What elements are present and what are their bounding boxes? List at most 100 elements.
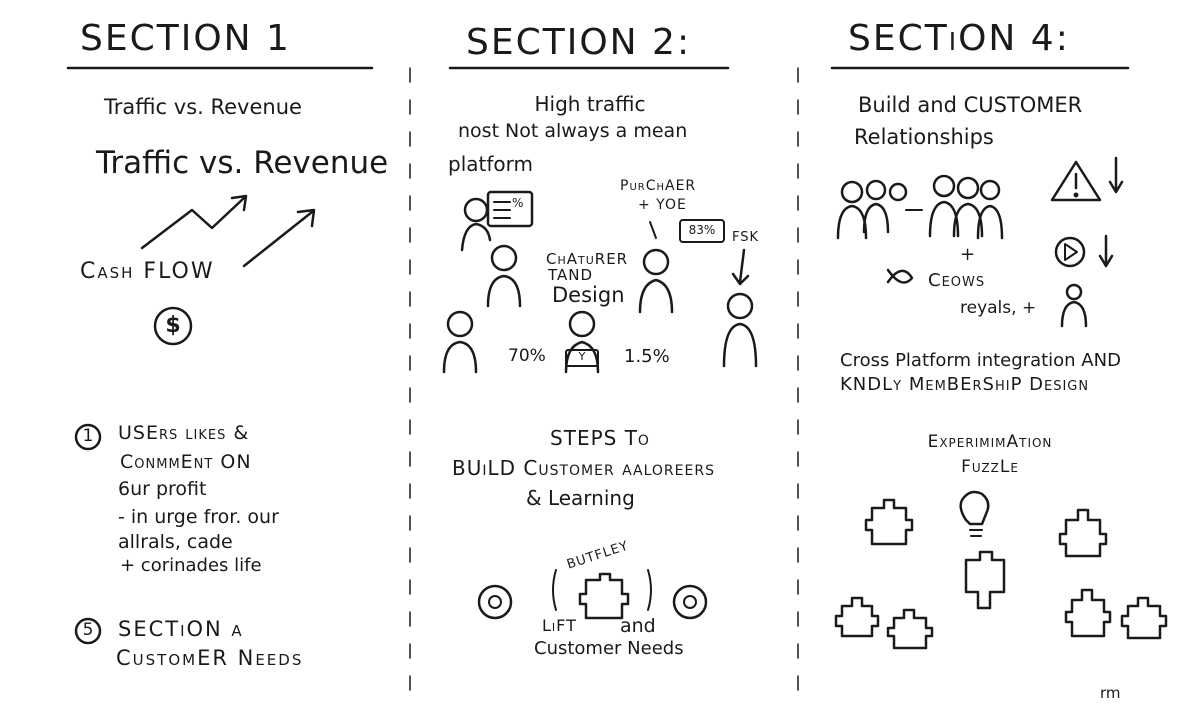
person-2-body bbox=[486, 274, 522, 308]
group-right-head-3 bbox=[979, 179, 1001, 201]
group-right-body-3 bbox=[976, 204, 1004, 240]
document-percent: % bbox=[512, 196, 524, 210]
character-label-3: Design bbox=[552, 283, 625, 307]
document-icon bbox=[486, 190, 534, 228]
customer-needs-label: Customer Needs bbox=[534, 638, 684, 659]
group-right-head-2 bbox=[956, 176, 980, 200]
warning-arrowhead bbox=[1108, 180, 1124, 194]
group-right-head-1 bbox=[932, 174, 956, 198]
fsk-arrowhead bbox=[731, 272, 750, 286]
section-4-heading-line-2: Relationships bbox=[854, 125, 994, 149]
bracket-left bbox=[552, 569, 557, 611]
purchaser-arrow bbox=[649, 221, 657, 239]
puzzle-center-icon bbox=[578, 572, 630, 620]
warning-icon bbox=[1050, 160, 1102, 202]
item-1-line-5: allrals, cade bbox=[118, 531, 233, 553]
speech-bubble bbox=[679, 219, 725, 243]
puzzle-piece-3-icon bbox=[834, 596, 880, 638]
fsk-label: FSK bbox=[732, 230, 760, 245]
steps-line-1: STEPS To bbox=[550, 426, 650, 450]
purchaser-label-2: + YOE bbox=[638, 197, 687, 213]
character-label-2: TAND bbox=[548, 266, 594, 284]
section-1-title: SECTION 1 bbox=[80, 18, 291, 59]
item-1-line-2: ConmmEnt ON bbox=[120, 451, 252, 473]
item-5-circle bbox=[74, 617, 102, 645]
group-left-body-2 bbox=[862, 202, 890, 234]
person-5-body bbox=[638, 278, 674, 314]
character-label-1: ChAtuRER bbox=[546, 250, 629, 268]
fsk-arrow bbox=[738, 248, 746, 284]
play-arrowhead bbox=[1098, 254, 1114, 268]
person-5-head bbox=[642, 248, 670, 276]
purchaser-label: PurChAER bbox=[620, 178, 697, 194]
person-3-body bbox=[442, 340, 478, 374]
play-icon bbox=[1054, 236, 1086, 268]
section-4-title: SECTiON 4: bbox=[848, 18, 1070, 59]
item-5-line-2: CustomER Needs bbox=[116, 646, 304, 670]
cross-platform-line-2: KNDLy MemBErShiP Design bbox=[840, 374, 1090, 395]
percent-right: 1.5% bbox=[624, 346, 670, 367]
person-2-head bbox=[490, 244, 518, 272]
small-person-head bbox=[1065, 283, 1083, 301]
growth-arrowhead-1 bbox=[230, 194, 248, 212]
group-left-head-1 bbox=[840, 180, 864, 204]
group-left-head-2 bbox=[865, 179, 887, 201]
bubble-percent: 83% bbox=[688, 223, 716, 237]
person-4-sign bbox=[565, 349, 599, 367]
growth-arrowhead-2 bbox=[296, 208, 316, 228]
growth-arrow-1 bbox=[140, 196, 246, 250]
section-1-subtitle: Traffic vs. Revenue bbox=[104, 95, 302, 119]
puzzle-piece-4-icon bbox=[886, 608, 934, 650]
and-label: and bbox=[620, 615, 656, 637]
gear-left-icon bbox=[477, 584, 513, 620]
cross-platform-line-1: Cross Platform integration AND bbox=[840, 350, 1121, 371]
lightbulb-icon bbox=[959, 490, 990, 526]
plus-sign: + bbox=[960, 244, 976, 265]
puzzle-piece-center-icon bbox=[964, 550, 1006, 610]
section-2-intro-line-1: High traffic bbox=[534, 92, 646, 116]
steps-line-2: BUiLD Customer aaloreers bbox=[452, 456, 715, 480]
group-left-head-3 bbox=[888, 182, 908, 202]
item-1-line-1: USErs likes & bbox=[118, 422, 250, 444]
section-4-heading-line-1: Build and CUSTOMER bbox=[858, 93, 1083, 117]
puzzle-piece-5-icon bbox=[1064, 588, 1112, 638]
gear-right-icon bbox=[672, 584, 708, 620]
puzzle-piece-2-icon bbox=[1058, 508, 1108, 558]
dollar-sign: $ bbox=[165, 313, 181, 338]
gear-right-hub bbox=[683, 595, 697, 609]
group-right-body-1 bbox=[928, 200, 960, 238]
section-2-intro-line-2: nost Not always a mean bbox=[458, 120, 688, 142]
person-4-head bbox=[568, 310, 596, 338]
section-2-title: SECTION 2: bbox=[466, 22, 692, 63]
item-1-line-6: + corinades life bbox=[120, 555, 262, 576]
loop-icon bbox=[886, 268, 914, 284]
section-2-intro-line-3: platform bbox=[448, 152, 533, 176]
person-6-body bbox=[722, 322, 758, 368]
experiment-line-1: ExperimimAtion bbox=[927, 432, 1053, 452]
item-5-line-1: SECTiON a bbox=[118, 617, 244, 641]
bracket-right bbox=[647, 569, 652, 611]
puzzle-piece-1-icon bbox=[864, 498, 914, 546]
gear-left-hub bbox=[488, 595, 502, 609]
person-doc-body bbox=[460, 222, 492, 252]
person-6-head bbox=[726, 292, 754, 320]
item-1-circle bbox=[74, 423, 102, 451]
item-1-number: 1 bbox=[82, 426, 94, 446]
person-3-head bbox=[446, 310, 474, 338]
item-1-line-3: 6ur profit bbox=[118, 478, 207, 500]
sign-letter: Y bbox=[578, 350, 586, 363]
group-right-body-2 bbox=[952, 202, 984, 238]
lift-label: LiFT bbox=[542, 616, 577, 635]
percent-left: 70% bbox=[508, 346, 546, 366]
item-5-number: 5 bbox=[82, 620, 94, 640]
item-1-line-4: - in urge fror. our bbox=[118, 506, 279, 528]
experiment-line-2: FuzzLe bbox=[961, 457, 1019, 477]
